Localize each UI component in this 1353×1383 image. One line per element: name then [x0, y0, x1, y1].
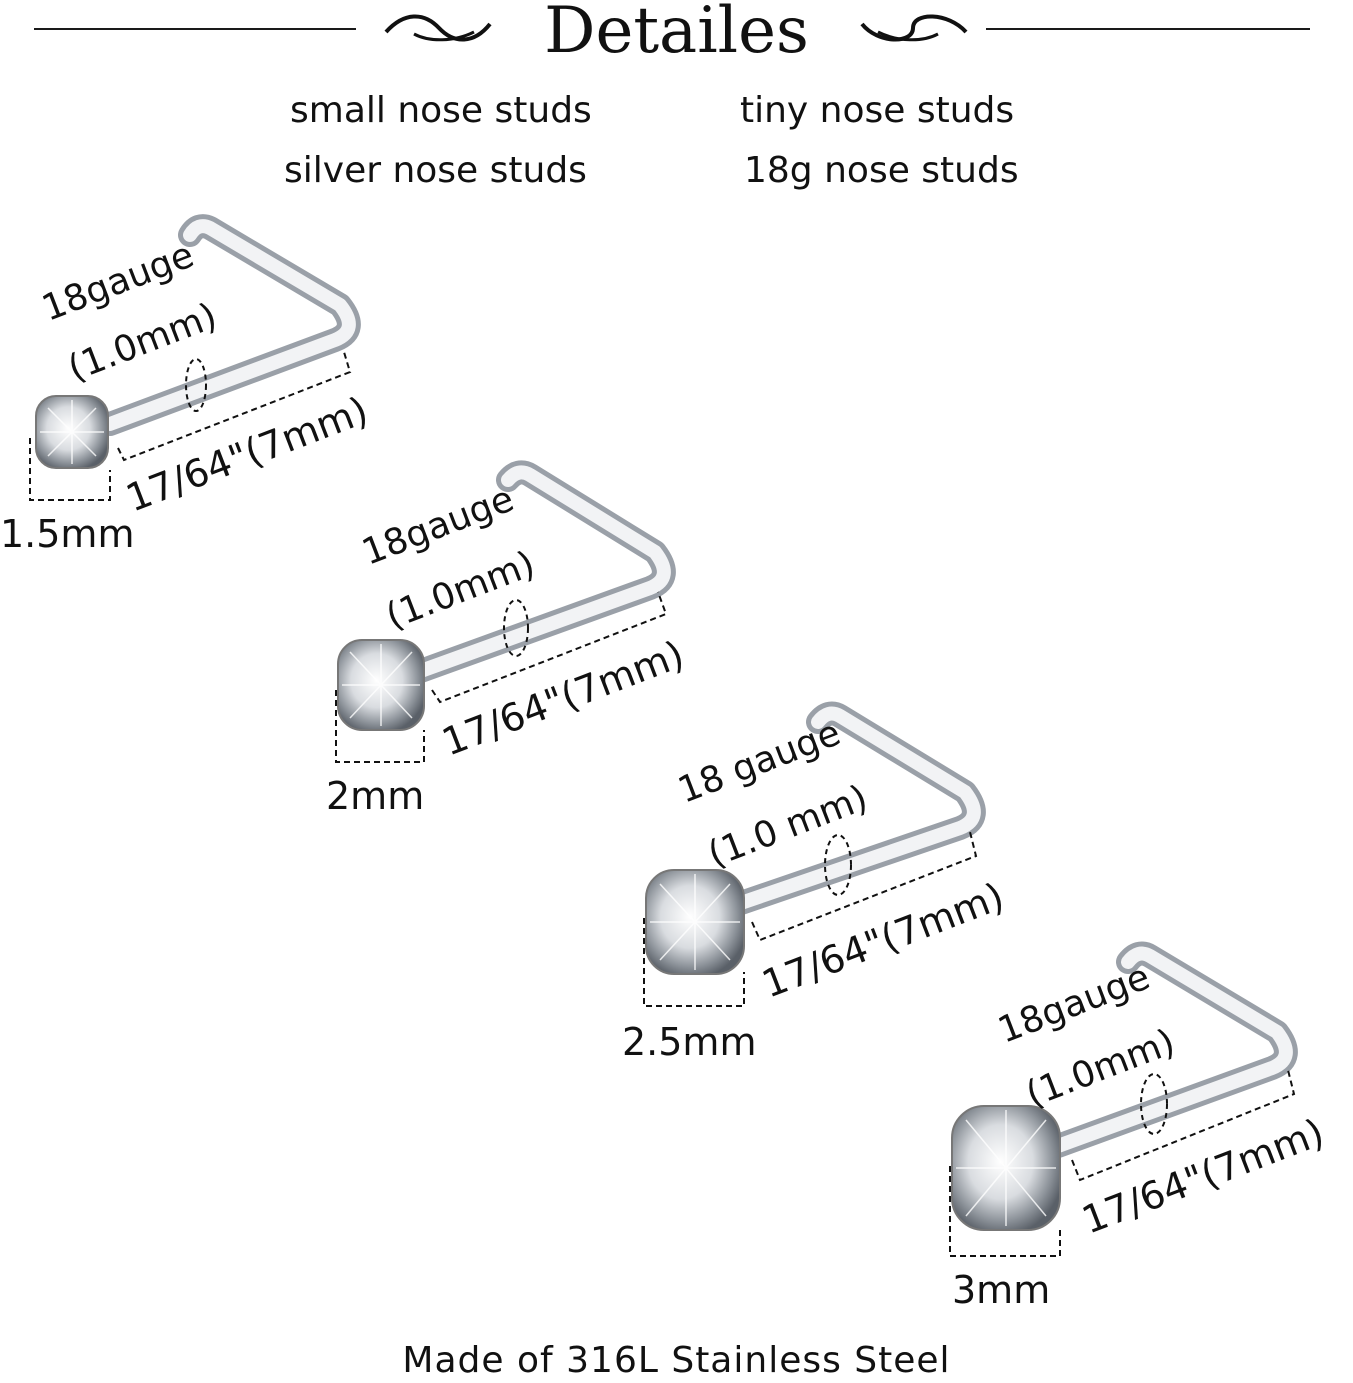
header-rule-left — [34, 28, 356, 30]
flourish-right-icon — [860, 14, 968, 42]
tag-tiny-nose-studs: tiny nose studs — [740, 90, 1015, 131]
stud-3-length-label: 17/64"(7mm) — [756, 874, 1010, 1007]
stud-1-length-label: 17/64"(7mm) — [120, 388, 374, 521]
tag-silver-nose-studs: silver nose studs — [284, 150, 587, 191]
page-title: Detailes — [544, 0, 809, 68]
stud-2-gem-size-label: 2mm — [326, 774, 425, 818]
stud-4-gem-size-label: 3mm — [952, 1268, 1051, 1312]
stud-2-length-label: 17/64"(7mm) — [436, 632, 690, 765]
header-rule-right — [986, 28, 1310, 30]
flourish-left-icon — [384, 14, 492, 42]
stud-1-gem-size-label: 1.5mm — [0, 512, 135, 556]
material-note: Made of 316L Stainless Steel — [402, 1340, 951, 1381]
tag-18g-nose-studs: 18g nose studs — [744, 150, 1019, 191]
stud-3-gem-size-label: 2.5mm — [622, 1020, 757, 1064]
stud-4-length-label: 17/64"(7mm) — [1076, 1110, 1330, 1243]
tag-small-nose-studs: small nose studs — [290, 90, 592, 131]
